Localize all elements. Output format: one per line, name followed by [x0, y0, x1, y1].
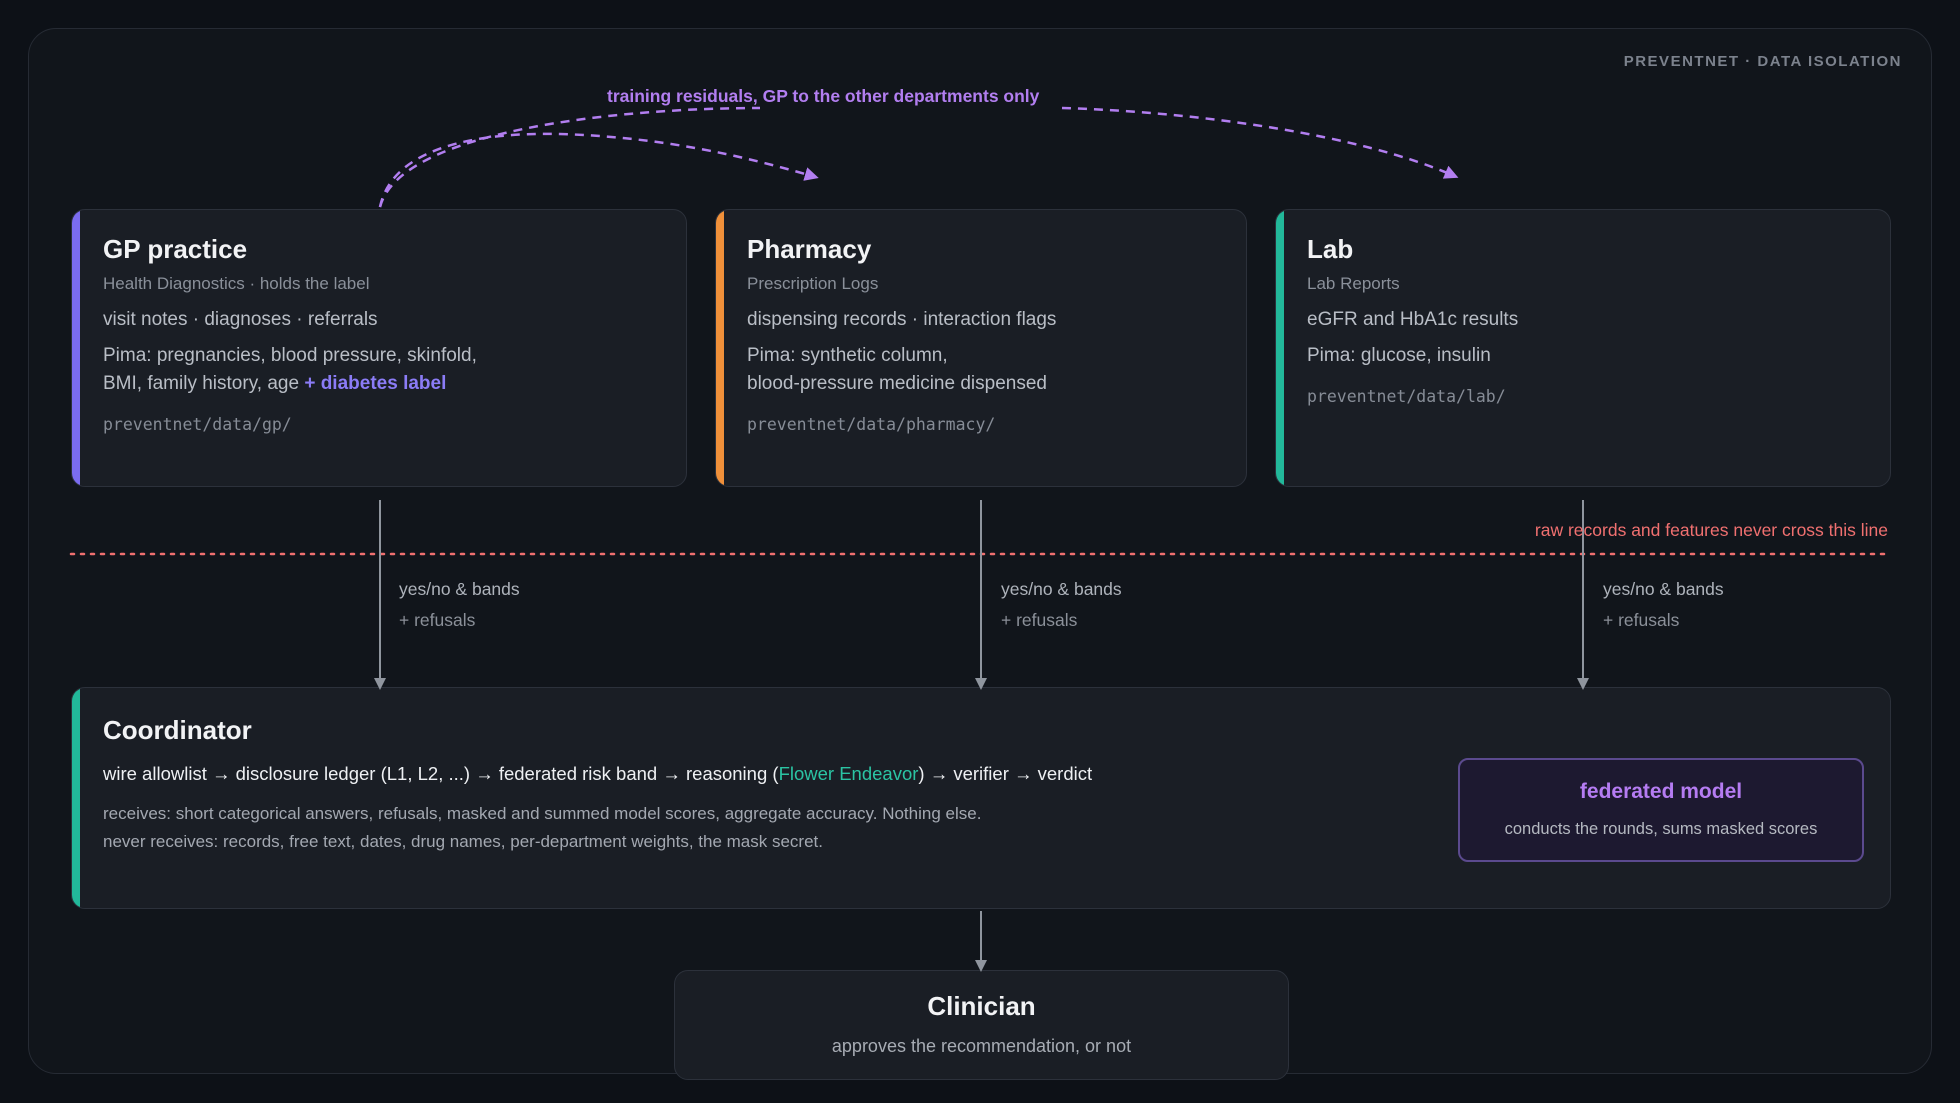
pharmacy-edge-line1: yes/no & bands: [1001, 579, 1122, 599]
lab-edge-line2: + refusals: [1603, 610, 1680, 630]
clinician-card: Clinician approves the recommendation, o…: [674, 970, 1289, 1080]
lab-accent-bar: [1276, 210, 1284, 486]
lab-title: Lab: [1307, 234, 1354, 264]
clinician-subtitle: approves the recommendation, or not: [831, 1036, 1132, 1056]
pipeline-steps-before: wire allowlist → disclosure ledger (L1, …: [103, 763, 779, 784]
clinician-title: Clinician: [927, 991, 1036, 1021]
isolation-label: raw records and features never cross thi…: [1534, 520, 1888, 540]
coordinator-pipeline: wire allowlist → disclosure ledger (L1, …: [103, 763, 1092, 785]
gp-pima-line1: Pima: pregnancies, blood pressure, skinf…: [103, 345, 477, 366]
coordinator-accent-bar: [72, 688, 80, 908]
federated-model-title: federated model: [1579, 780, 1743, 803]
gp-diabetes-label: + diabetes label: [304, 373, 447, 394]
federated-model-box: federated model conducts the rounds, sum…: [1458, 758, 1864, 862]
diagram-tag: PREVENTNET · DATA ISOLATION: [1623, 53, 1902, 70]
pharmacy-edge-label: yes/no & bands + refusals: [1001, 574, 1122, 636]
coordinator-never-receives: never receives: records, free text, date…: [103, 832, 823, 851]
pharmacy-data-path: preventnet/data/pharmacy/: [747, 415, 996, 434]
pharmacy-records: dispensing records · interaction flags: [747, 309, 1057, 330]
lab-records: eGFR and HbA1c results: [1307, 309, 1519, 330]
pharmacy-accent-bar: [716, 210, 724, 486]
gp-subtitle: Health Diagnostics · holds the label: [103, 274, 370, 293]
gp-accent-bar: [72, 210, 80, 486]
lab-edge-label: yes/no & bands + refusals: [1603, 574, 1724, 636]
pipeline-steps-after: ) → verifier → verdict: [918, 763, 1093, 784]
gp-pima-features: BMI, family history, age: [103, 373, 300, 394]
pharmacy-title: Pharmacy: [747, 234, 872, 264]
lab-card: Lab Lab Reports eGFR and HbA1c results P…: [1275, 209, 1891, 487]
gp-edge-label: yes/no & bands + refusals: [399, 574, 520, 636]
gp-title: GP practice: [103, 234, 248, 264]
lab-pima-line1: Pima: glucose, insulin: [1307, 345, 1491, 366]
gp-edge-line2: + refusals: [399, 610, 476, 630]
federated-model-subtitle: conducts the rounds, sums masked scores: [1504, 820, 1818, 838]
gp-data-path: preventnet/data/gp/: [103, 415, 292, 434]
pharmacy-card: Pharmacy Prescription Logs dispensing re…: [715, 209, 1247, 487]
lab-edge-line1: yes/no & bands: [1603, 579, 1724, 599]
pharmacy-pima-line1: Pima: synthetic column,: [747, 345, 948, 366]
diagram-frame: PREVENTNET · DATA ISOLATION: [28, 28, 1932, 1074]
lab-data-path: preventnet/data/lab/: [1307, 387, 1506, 406]
pipeline-reasoning-model: Flower Endeavor: [778, 763, 919, 784]
pharmacy-edge-line2: + refusals: [1001, 610, 1078, 630]
gp-edge-line1: yes/no & bands: [399, 579, 520, 599]
gp-practice-card: GP practice Health Diagnostics · holds t…: [71, 209, 687, 487]
pharmacy-subtitle: Prescription Logs: [747, 274, 879, 293]
lab-subtitle: Lab Reports: [1307, 274, 1400, 293]
coordinator-receives: receives: short categorical answers, ref…: [103, 804, 982, 823]
residuals-label: training residuals, GP to the other depa…: [607, 86, 1040, 106]
coordinator-title: Coordinator: [103, 715, 252, 745]
pharmacy-pima-line2: blood-pressure medicine dispensed: [747, 373, 1047, 394]
gp-records: visit notes · diagnoses · referrals: [103, 309, 378, 330]
gp-pima-line2: BMI, family history, age + diabetes labe…: [103, 370, 446, 398]
